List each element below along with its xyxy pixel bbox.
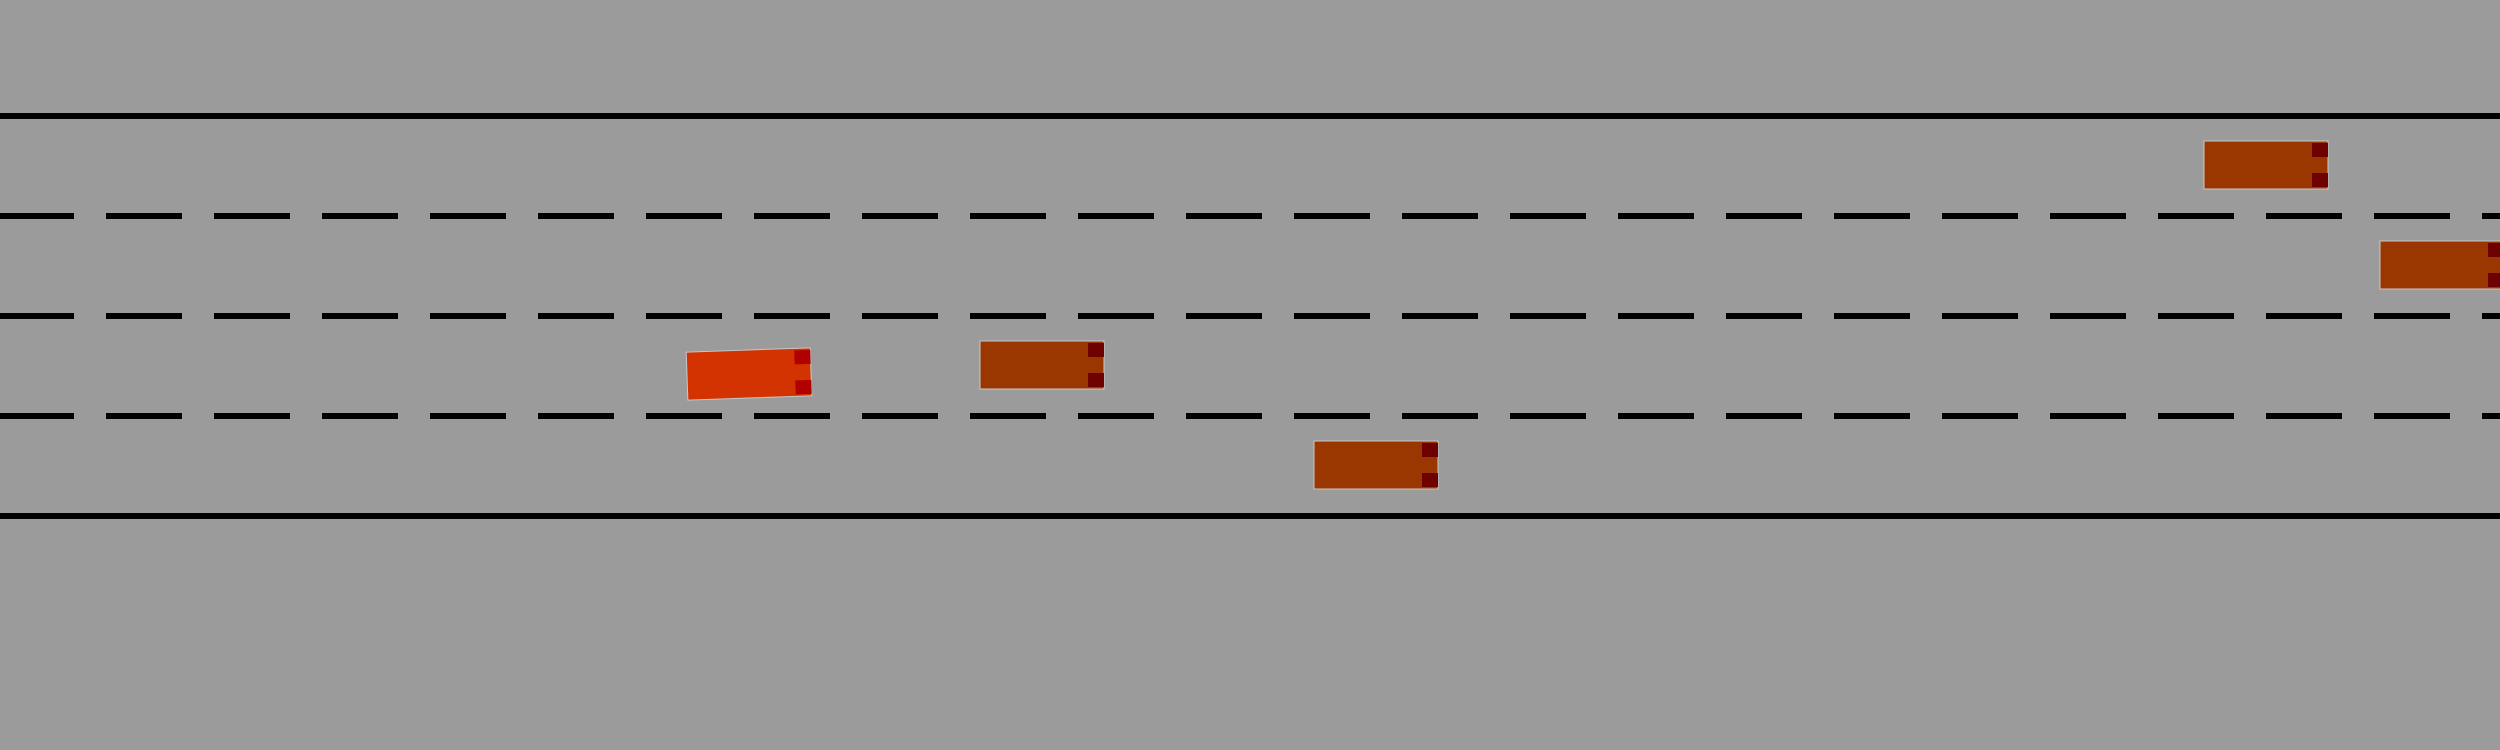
vehicle-4-body [2379,240,2500,290]
ego-vehicle-headlight-left [794,349,811,365]
vehicles [685,140,2500,490]
vehicle-4-headlight-left [2488,243,2500,257]
vehicle-1-headlight-right [1088,373,1104,387]
ego-vehicle [685,347,813,401]
vehicle-2 [1313,440,1439,490]
vehicle-4-headlight-right [2488,273,2500,287]
vehicle-2-headlight-right [1422,473,1438,487]
vehicle-3 [2203,140,2329,190]
lane-markings [0,113,2500,519]
vehicle-1-body [979,340,1105,390]
vehicle-1-headlight-left [1088,343,1104,357]
vehicle-2-headlight-left [1422,443,1438,457]
vehicle-3-headlight-left [2312,143,2328,157]
vehicle-3-body [2203,140,2329,190]
ego-vehicle-headlight-right [795,379,812,395]
vehicle-1 [979,340,1105,390]
vehicle-3-headlight-right [2312,173,2328,187]
vehicle-4 [2379,240,2500,290]
ego-vehicle-body [685,347,813,401]
vehicle-2-body [1313,440,1439,490]
